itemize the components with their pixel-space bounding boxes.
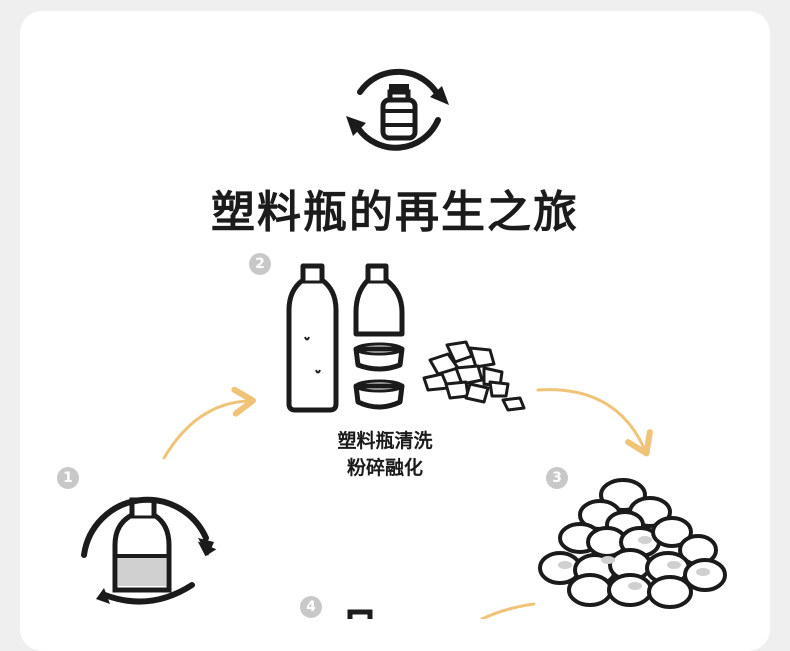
- recycle-bottle-icon: [346, 68, 449, 151]
- recycled-bottle-icon: [81, 496, 217, 605]
- step-badge-1: 1: [57, 467, 79, 489]
- bottle-icon: [286, 263, 339, 413]
- pellets-pile-icon: [538, 478, 727, 609]
- bottle-top-icon: [347, 609, 373, 619]
- cut-bottle-icon: [353, 263, 405, 410]
- step-badge-4: 4: [300, 596, 322, 618]
- step-badge-2: 2: [249, 253, 271, 275]
- caption-line-1: 塑料瓶清洗: [337, 430, 433, 452]
- page-title: 塑料瓶的再生之旅: [211, 187, 579, 238]
- plastic-flakes-icon: [422, 340, 526, 412]
- illustration-canvas: [81, 68, 727, 619]
- step-badge-3: 3: [546, 467, 568, 489]
- arrow-icon: [162, 386, 653, 619]
- caption-line-2: 粉碎融化: [346, 457, 423, 479]
- step-2-caption: 塑料瓶清洗 粉碎融化: [300, 428, 470, 482]
